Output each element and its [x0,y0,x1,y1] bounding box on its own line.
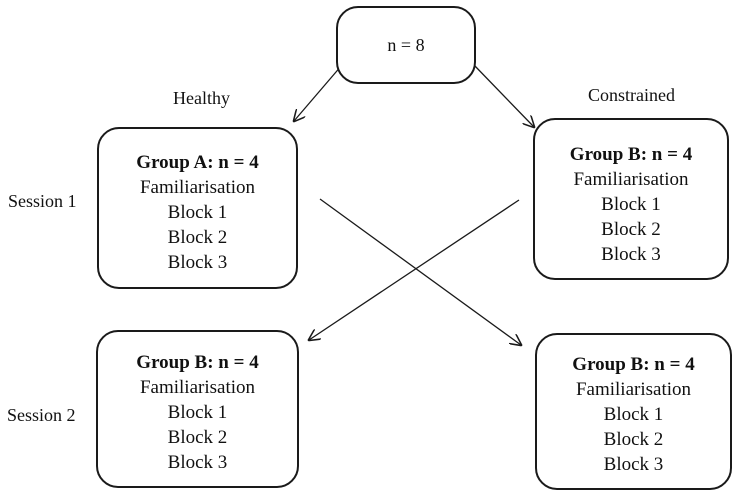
group-b-session2-left-box: Group B: n = 4 Familiarisation Block 1 B… [96,330,299,488]
healthy-label: Healthy [173,88,230,108]
block-2-line: Block 2 [601,219,661,240]
arrow-cross-b1-to-b2 [309,199,520,340]
familiarisation-line: Familiarisation [139,177,256,198]
session-2-label: Session 2 [7,405,76,425]
block-2-line: Block 2 [603,429,664,450]
arrow-to-group-b-session1 [473,64,534,127]
block-1-line: Block 1 [601,194,661,215]
group-title: Group A: n = 4 [136,152,259,173]
total-participants-text: n = 8 [387,34,425,55]
familiarisation-line: Familiarisation [139,377,256,398]
group-title: Group B: n = 4 [572,354,695,375]
familiarisation-line: Familiarisation [575,379,692,400]
block-1-line: Block 1 [167,402,228,423]
group-a-session1-box: Group A: n = 4 Familiarisation Block 1 B… [97,127,298,289]
group-title: Group B: n = 4 [569,144,693,165]
session-1-label: Session 1 [8,191,77,211]
group-b-session1-box: Group B: n = 4 Familiarisation Block 1 B… [533,118,729,280]
total-participants-box: n = 8 [336,6,476,84]
block-1-line: Block 1 [603,404,664,425]
block-3-line: Block 3 [603,454,664,475]
arrow-to-group-a [294,64,343,121]
block-2-line: Block 2 [167,427,228,448]
familiarisation-line: Familiarisation [573,169,689,190]
block-3-line: Block 3 [167,452,228,473]
group-title: Group B: n = 4 [136,352,259,373]
block-3-line: Block 3 [601,244,661,265]
block-2-line: Block 2 [167,227,228,248]
group-b-session2-right-box: Group B: n = 4 Familiarisation Block 1 B… [535,333,732,490]
block-1-line: Block 1 [167,202,228,223]
arrow-cross-a-to-b3 [319,198,521,345]
block-3-line: Block 3 [167,252,228,273]
constrained-label: Constrained [588,85,675,105]
